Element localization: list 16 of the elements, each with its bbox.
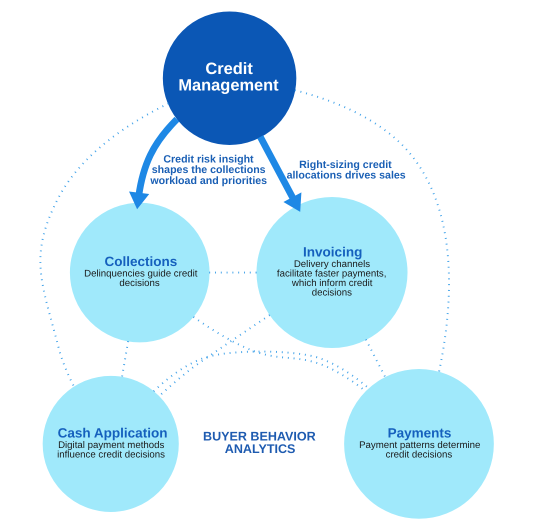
edge-label: Right-sizing credit allocations drives sales [286,158,406,182]
connector [152,350,370,392]
connector [121,341,130,378]
node-circle: Collections Delinquencies guide credit decisions [70,202,210,342]
node-circle: Cash Application Digital payment methods influence credit decisions [42,376,179,512]
edge-label: Credit risk insight shapes the collections workload and priorities [150,154,268,187]
node-circle: Payments Payment patterns determine credit decisions [344,369,494,519]
connector [39,102,169,388]
node-circle: Invoicing Delivery channels facilitate faster payments, which inform credit decisions [256,197,408,348]
connector [158,314,270,398]
arrow [257,135,302,212]
node-circle: Credit Management [162,11,296,145]
connector [294,89,450,373]
connector [365,339,386,378]
label: BUYER BEHAVIOR ANALYTICS [203,429,316,456]
arrow [129,116,180,210]
